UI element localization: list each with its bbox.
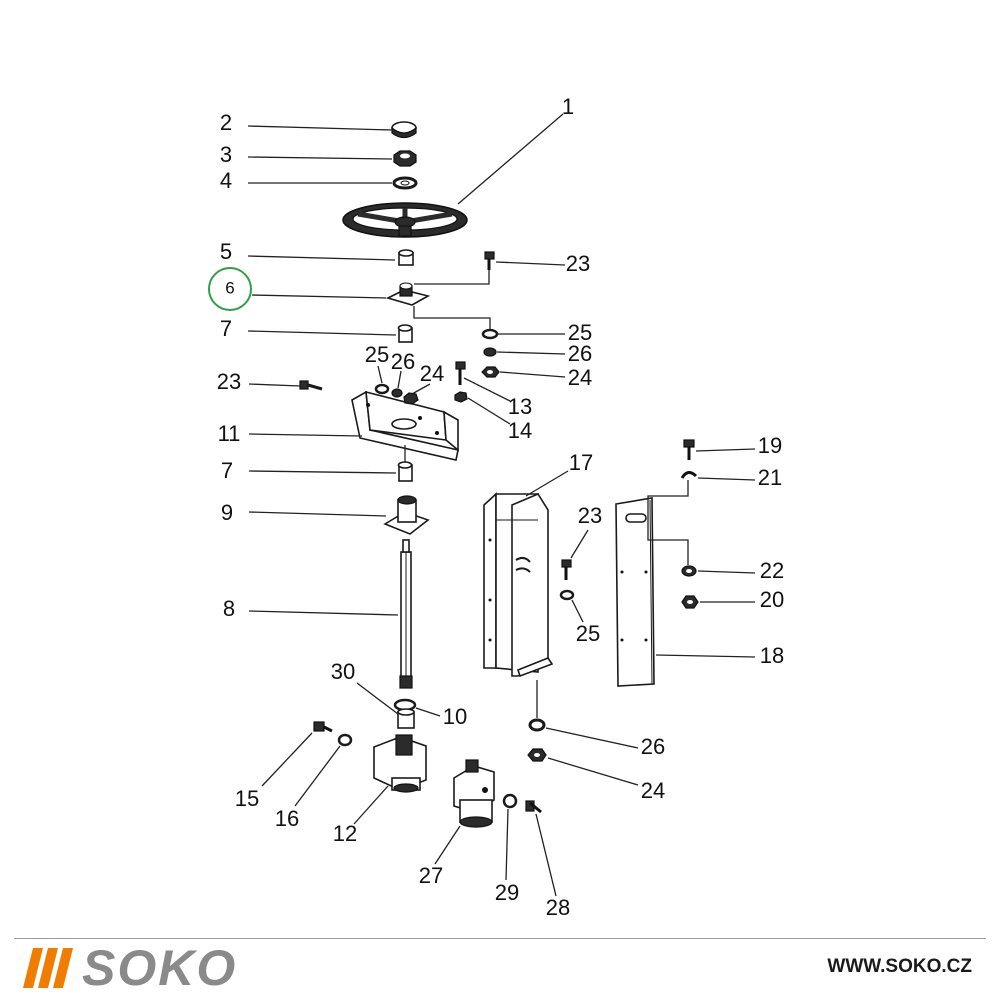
- part-washer-29: [502, 793, 518, 809]
- part-steering-shaft: [399, 539, 413, 689]
- part-bolt-19: [683, 439, 695, 460]
- callout-26c: 26: [641, 734, 665, 759]
- part-lockwasher-26-right: [483, 347, 497, 357]
- callout-2: 2: [220, 110, 232, 135]
- assembly-guides: [404, 270, 689, 718]
- callout-18: 18: [760, 643, 784, 668]
- part-cap: [391, 121, 417, 139]
- brand-url-link[interactable]: WWW.SOKO.CZ: [827, 956, 972, 977]
- callout-7b: 7: [221, 458, 233, 483]
- highlight-circle: [208, 267, 252, 311]
- part-steering-gear: [373, 734, 427, 793]
- callout-15: 15: [235, 786, 259, 811]
- part-bushing: [398, 249, 414, 266]
- callout-8: 8: [223, 596, 235, 621]
- callout-9: 9: [221, 500, 233, 525]
- callout-23c: 23: [578, 503, 602, 528]
- callout-26b: 26: [568, 341, 592, 366]
- part-bolt-23-upper-right: [484, 251, 495, 270]
- part-steering-wheel: [342, 202, 468, 238]
- part-cover-panel: [615, 497, 655, 687]
- part-bolt-23-column: [561, 559, 572, 580]
- part-bearing-housing: [383, 495, 430, 535]
- part-nut-24-right: [481, 366, 500, 378]
- callout-28: 28: [546, 895, 570, 920]
- callout-24: 24: [420, 361, 444, 386]
- callout-7: 7: [220, 316, 232, 341]
- callout-1: 1: [562, 94, 574, 119]
- part-bolt-left: [299, 380, 323, 391]
- part-bracket: [351, 390, 459, 461]
- part-clip-21: [680, 471, 698, 479]
- callout-25: 25: [365, 342, 389, 367]
- callout-23b: 23: [566, 251, 590, 276]
- callout-5: 5: [220, 239, 232, 264]
- callout-20: 20: [760, 587, 784, 612]
- callout-13: 13: [508, 394, 532, 419]
- part-column-bracket: [483, 492, 554, 678]
- callout-29: 29: [495, 880, 519, 905]
- callout-12: 12: [333, 821, 357, 846]
- part-bolt-28: [525, 800, 542, 814]
- part-nut-24-upper: [403, 392, 419, 405]
- part-bolt-13: [455, 361, 466, 385]
- callout-21: 21: [758, 465, 782, 490]
- part-bolt-15: [313, 721, 333, 733]
- part-spacer-upper: [397, 324, 413, 343]
- part-washer-25-upper: [374, 383, 390, 395]
- callout-3: 3: [220, 142, 232, 167]
- callout-17: 17: [569, 450, 593, 475]
- callout-23: 23: [217, 369, 241, 394]
- part-lockwasher-26-upper: [391, 388, 403, 398]
- part-nut-14: [454, 391, 468, 403]
- part-washer-25-right: [481, 328, 499, 340]
- footer-divider: [14, 938, 986, 939]
- part-nut-top: [393, 150, 417, 167]
- brand-bars-icon: [23, 948, 73, 988]
- callout-11: 11: [218, 421, 241, 446]
- callout-22: 22: [760, 558, 784, 583]
- part-washer-top: [392, 176, 418, 190]
- brand-name: SOKO: [82, 940, 238, 996]
- callout-14: 14: [508, 418, 532, 443]
- callout-25c: 25: [576, 621, 600, 646]
- callout-10: 10: [443, 704, 467, 729]
- part-nut-20: [681, 595, 699, 609]
- callout-labels: 1 2 3 4 5 6 7 25 26 24 23 11 7 9 8 30 10…: [217, 94, 784, 920]
- callout-6: 6: [225, 278, 234, 297]
- leader-lines: [247, 113, 756, 897]
- part-washer-25-column: [559, 589, 575, 601]
- callout-25b: 25: [568, 320, 592, 345]
- callout-16: 16: [275, 806, 299, 831]
- callout-26: 26: [391, 349, 415, 374]
- callout-30: 30: [331, 659, 355, 684]
- part-nut-22: [681, 565, 697, 577]
- brand-logo: SOKO: [23, 940, 238, 996]
- part-washer-16: [337, 733, 353, 747]
- part-lockwasher-26-column: [528, 718, 546, 732]
- part-spacer-lower: [397, 461, 413, 482]
- part-nut-24-column: [527, 748, 547, 762]
- part-hydraulic-unit: [453, 759, 495, 828]
- callout-24c: 24: [641, 778, 665, 803]
- callout-4: 4: [220, 168, 232, 193]
- callout-19: 19: [758, 433, 782, 458]
- part-flange-plate: [385, 282, 431, 306]
- callout-24b: 24: [568, 365, 592, 390]
- part-sleeve: [397, 708, 415, 729]
- callout-27: 27: [419, 863, 443, 888]
